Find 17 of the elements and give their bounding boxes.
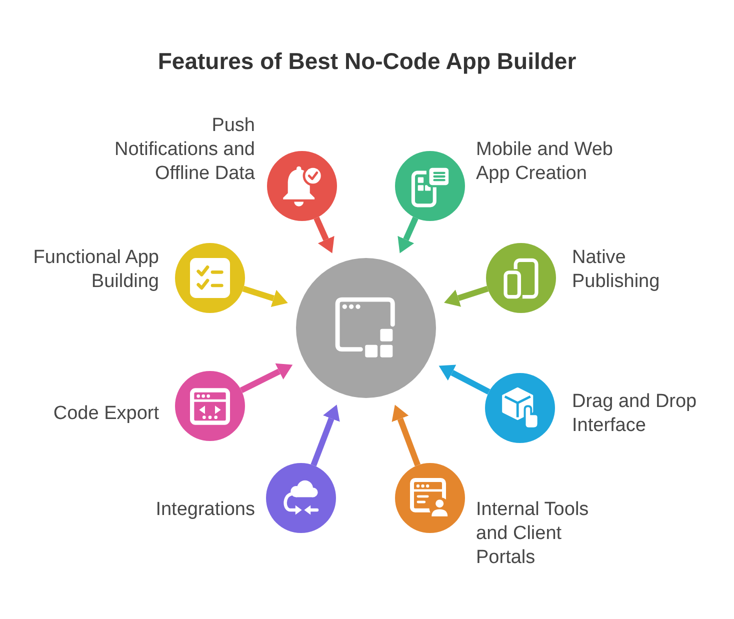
feature-label: Functional App Building	[32, 246, 159, 294]
feature-label: Mobile and Web App Creation	[476, 138, 614, 186]
arrow	[444, 286, 489, 307]
arrow	[398, 216, 418, 254]
feature-label: Drag and Drop Interface	[572, 390, 698, 438]
arrow	[392, 404, 420, 466]
feature-label: Integrations	[154, 498, 255, 522]
diagram-title: Features of Best No-Code App Builder	[158, 47, 576, 76]
arrow	[314, 216, 334, 254]
feature-label: Code Export	[52, 402, 159, 426]
arrow	[242, 286, 288, 307]
arrow	[310, 404, 340, 466]
arrow	[240, 363, 293, 393]
feature-label: Push Notifications and Offline Data	[114, 114, 255, 186]
feature-label: Native Publishing	[572, 246, 661, 294]
feature-label: Internal Tools and Client Portals	[476, 498, 590, 570]
arrow	[438, 364, 490, 395]
